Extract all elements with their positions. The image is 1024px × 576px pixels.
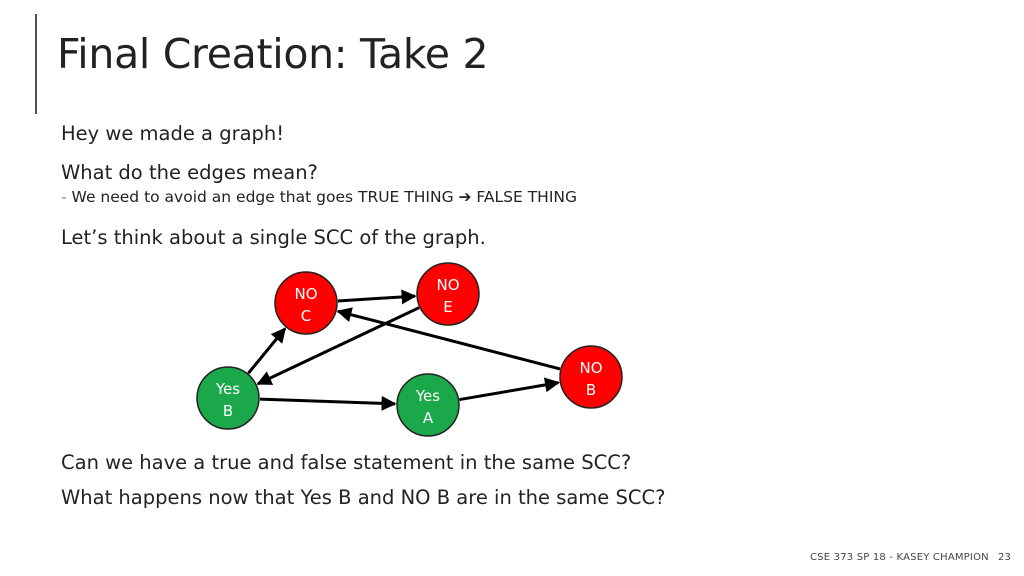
- edge-no-c-to-no-e: [337, 289, 417, 305]
- footer-page-number: 23: [998, 552, 1012, 563]
- node-label-line: Yes: [415, 387, 440, 405]
- node-label-line: A: [423, 409, 434, 427]
- sub-bullet-avoid-edge: - We need to avoid an edge that goes TRU…: [61, 188, 577, 206]
- node-no-b: NO B: [559, 345, 623, 409]
- node-circle: [396, 373, 460, 437]
- question-yes-b-no-b-same-scc: What happens now that Yes B and NO B are…: [61, 486, 666, 509]
- bullet-edges-meaning: What do the edges mean?: [61, 161, 318, 184]
- node-circle: [274, 271, 338, 335]
- sub-bullet-text: We need to avoid an edge that goes TRUE …: [71, 188, 578, 206]
- node-label-line: C: [301, 307, 311, 325]
- node-no-c: NO C: [274, 271, 338, 335]
- node-label-line: B: [586, 381, 596, 399]
- sub-bullet-dash: -: [61, 188, 67, 206]
- node-no-e: NO E: [416, 262, 480, 326]
- footer-course-label: CSE 373 SP 18 - KASEY CHAMPION: [810, 552, 989, 563]
- bullet-made-graph: Hey we made a graph!: [61, 122, 285, 145]
- question-true-false-same-scc: Can we have a true and false statement i…: [61, 451, 632, 474]
- node-label-line: E: [443, 298, 452, 316]
- slide-title: Final Creation: Take 2: [57, 30, 489, 78]
- node-label-line: Yes: [215, 380, 240, 398]
- edge-yes-b-to-no-c: [247, 327, 287, 375]
- node-label-line: NO: [294, 285, 317, 303]
- node-label-line: B: [223, 402, 233, 420]
- node-label-line: NO: [436, 276, 459, 294]
- edge-yes-a-to-no-b: [459, 377, 560, 402]
- node-circle: [416, 262, 480, 326]
- edge-no-b-to-no-c: [336, 307, 561, 371]
- graph-edges: [247, 289, 561, 411]
- node-circle: [196, 366, 260, 430]
- edge-yes-b-to-yes-a: [259, 395, 397, 411]
- node-circle: [559, 345, 623, 409]
- edge-no-e-to-yes-b: [256, 306, 420, 386]
- bullet-single-scc: Let’s think about a single SCC of the gr…: [61, 226, 486, 249]
- node-label-line: NO: [579, 359, 602, 377]
- title-accent-bar: [35, 14, 37, 114]
